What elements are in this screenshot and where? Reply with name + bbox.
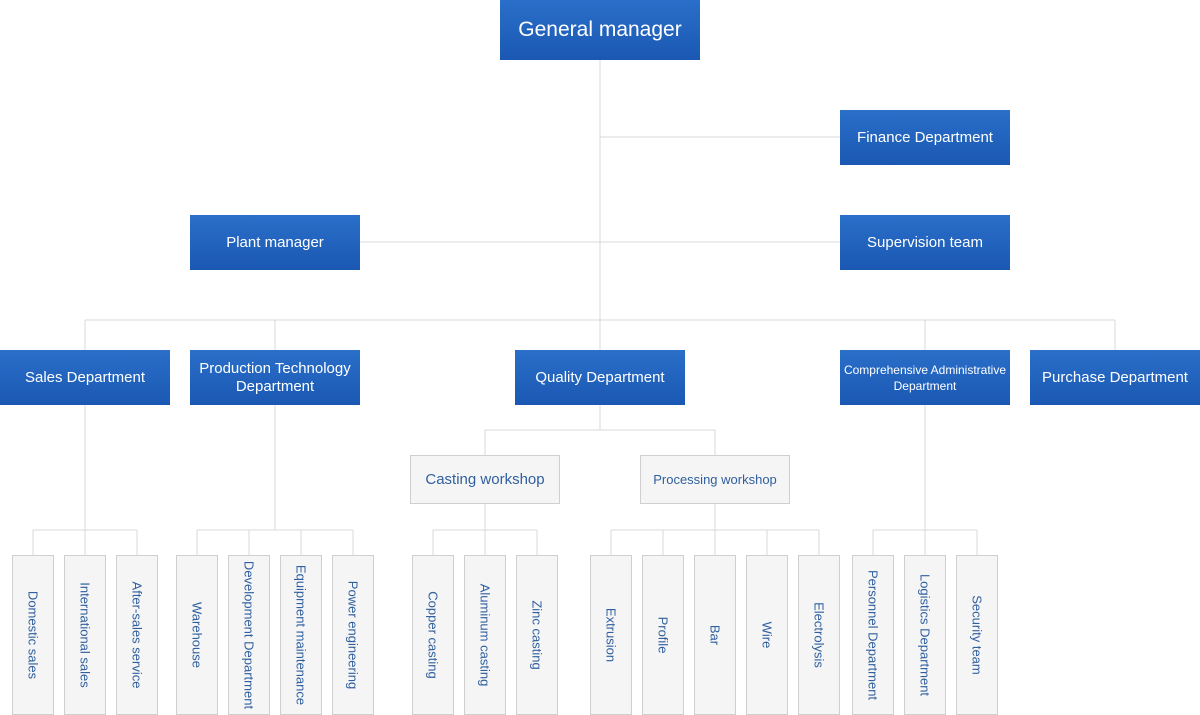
production-unit-label: Power engineering bbox=[345, 580, 361, 690]
sales-unit-box: International sales bbox=[64, 555, 106, 715]
admin-unit-box: Security team bbox=[956, 555, 998, 715]
supervision-team-box: Supervision team bbox=[840, 215, 1010, 270]
production-unit-box: Power engineering bbox=[332, 555, 374, 715]
sales-department-box: Sales Department bbox=[0, 350, 170, 405]
quality-department-box: Quality Department bbox=[515, 350, 685, 405]
production-unit-label: Equipment maintenance bbox=[293, 564, 309, 706]
processing-unit-box: Extrusion bbox=[590, 555, 632, 715]
casting-unit-label: Zinc casting bbox=[529, 600, 545, 670]
sales-unit-label: Domestic sales bbox=[25, 590, 41, 680]
processing-workshop-box: Processing workshop bbox=[640, 455, 790, 504]
processing-unit-box: Electrolysis bbox=[798, 555, 840, 715]
supervision-team-label: Supervision team bbox=[867, 234, 983, 251]
processing-unit-label: Electrolysis bbox=[811, 602, 827, 668]
purchase-department-label: Purchase Department bbox=[1042, 369, 1188, 386]
general-manager-label: General manager bbox=[518, 18, 682, 41]
casting-unit-box: Copper casting bbox=[412, 555, 454, 715]
sales-department-label: Sales Department bbox=[24, 369, 146, 386]
production-unit-label: Development Department bbox=[241, 560, 257, 710]
casting-unit-label: Aluminum casting bbox=[477, 583, 493, 687]
sales-unit-label: After-sales service bbox=[129, 581, 145, 689]
sales-unit-box: After-sales service bbox=[116, 555, 158, 715]
purchase-department-box: Purchase Department bbox=[1030, 350, 1200, 405]
casting-unit-box: Aluminum casting bbox=[464, 555, 506, 715]
production-unit-box: Warehouse bbox=[176, 555, 218, 715]
finance-department-label: Finance Department bbox=[857, 129, 993, 146]
general-manager-box: General manager bbox=[500, 0, 700, 60]
processing-workshop-label: Processing workshop bbox=[653, 472, 777, 487]
processing-unit-box: Wire bbox=[746, 555, 788, 715]
processing-unit-label: Bar bbox=[707, 624, 723, 646]
admin-unit-label: Personnel Department bbox=[865, 569, 881, 701]
production-unit-box: Equipment maintenance bbox=[280, 555, 322, 715]
sales-unit-label: International sales bbox=[77, 582, 93, 688]
casting-unit-box: Zinc casting bbox=[516, 555, 558, 715]
plant-manager-label: Plant manager bbox=[226, 234, 324, 251]
production-technology-department-label: Production Technology Department bbox=[199, 359, 351, 395]
plant-manager-box: Plant manager bbox=[190, 215, 360, 270]
casting-workshop-label: Casting workshop bbox=[425, 471, 545, 488]
casting-workshop-box: Casting workshop bbox=[410, 455, 560, 504]
admin-unit-box: Logistics Department bbox=[904, 555, 946, 715]
processing-unit-label: Profile bbox=[655, 616, 671, 654]
processing-unit-box: Profile bbox=[642, 555, 684, 715]
finance-department-box: Finance Department bbox=[840, 110, 1010, 165]
processing-unit-label: Wire bbox=[759, 621, 775, 649]
processing-unit-label: Extrusion bbox=[603, 607, 619, 663]
production-unit-box: Development Department bbox=[228, 555, 270, 715]
comprehensive-administrative-department-box: Comprehensive Administrative Department bbox=[840, 350, 1010, 405]
admin-unit-box: Personnel Department bbox=[852, 555, 894, 715]
casting-unit-label: Copper casting bbox=[425, 591, 441, 679]
admin-unit-label: Security team bbox=[969, 595, 985, 675]
admin-unit-label: Logistics Department bbox=[917, 573, 933, 697]
quality-department-label: Quality Department bbox=[535, 369, 665, 386]
processing-unit-box: Bar bbox=[694, 555, 736, 715]
sales-unit-box: Domestic sales bbox=[12, 555, 54, 715]
production-technology-department-box: Production Technology Department bbox=[190, 350, 360, 405]
comprehensive-administrative-department-label: Comprehensive Administrative Department bbox=[843, 362, 1007, 393]
production-unit-label: Warehouse bbox=[189, 602, 205, 668]
